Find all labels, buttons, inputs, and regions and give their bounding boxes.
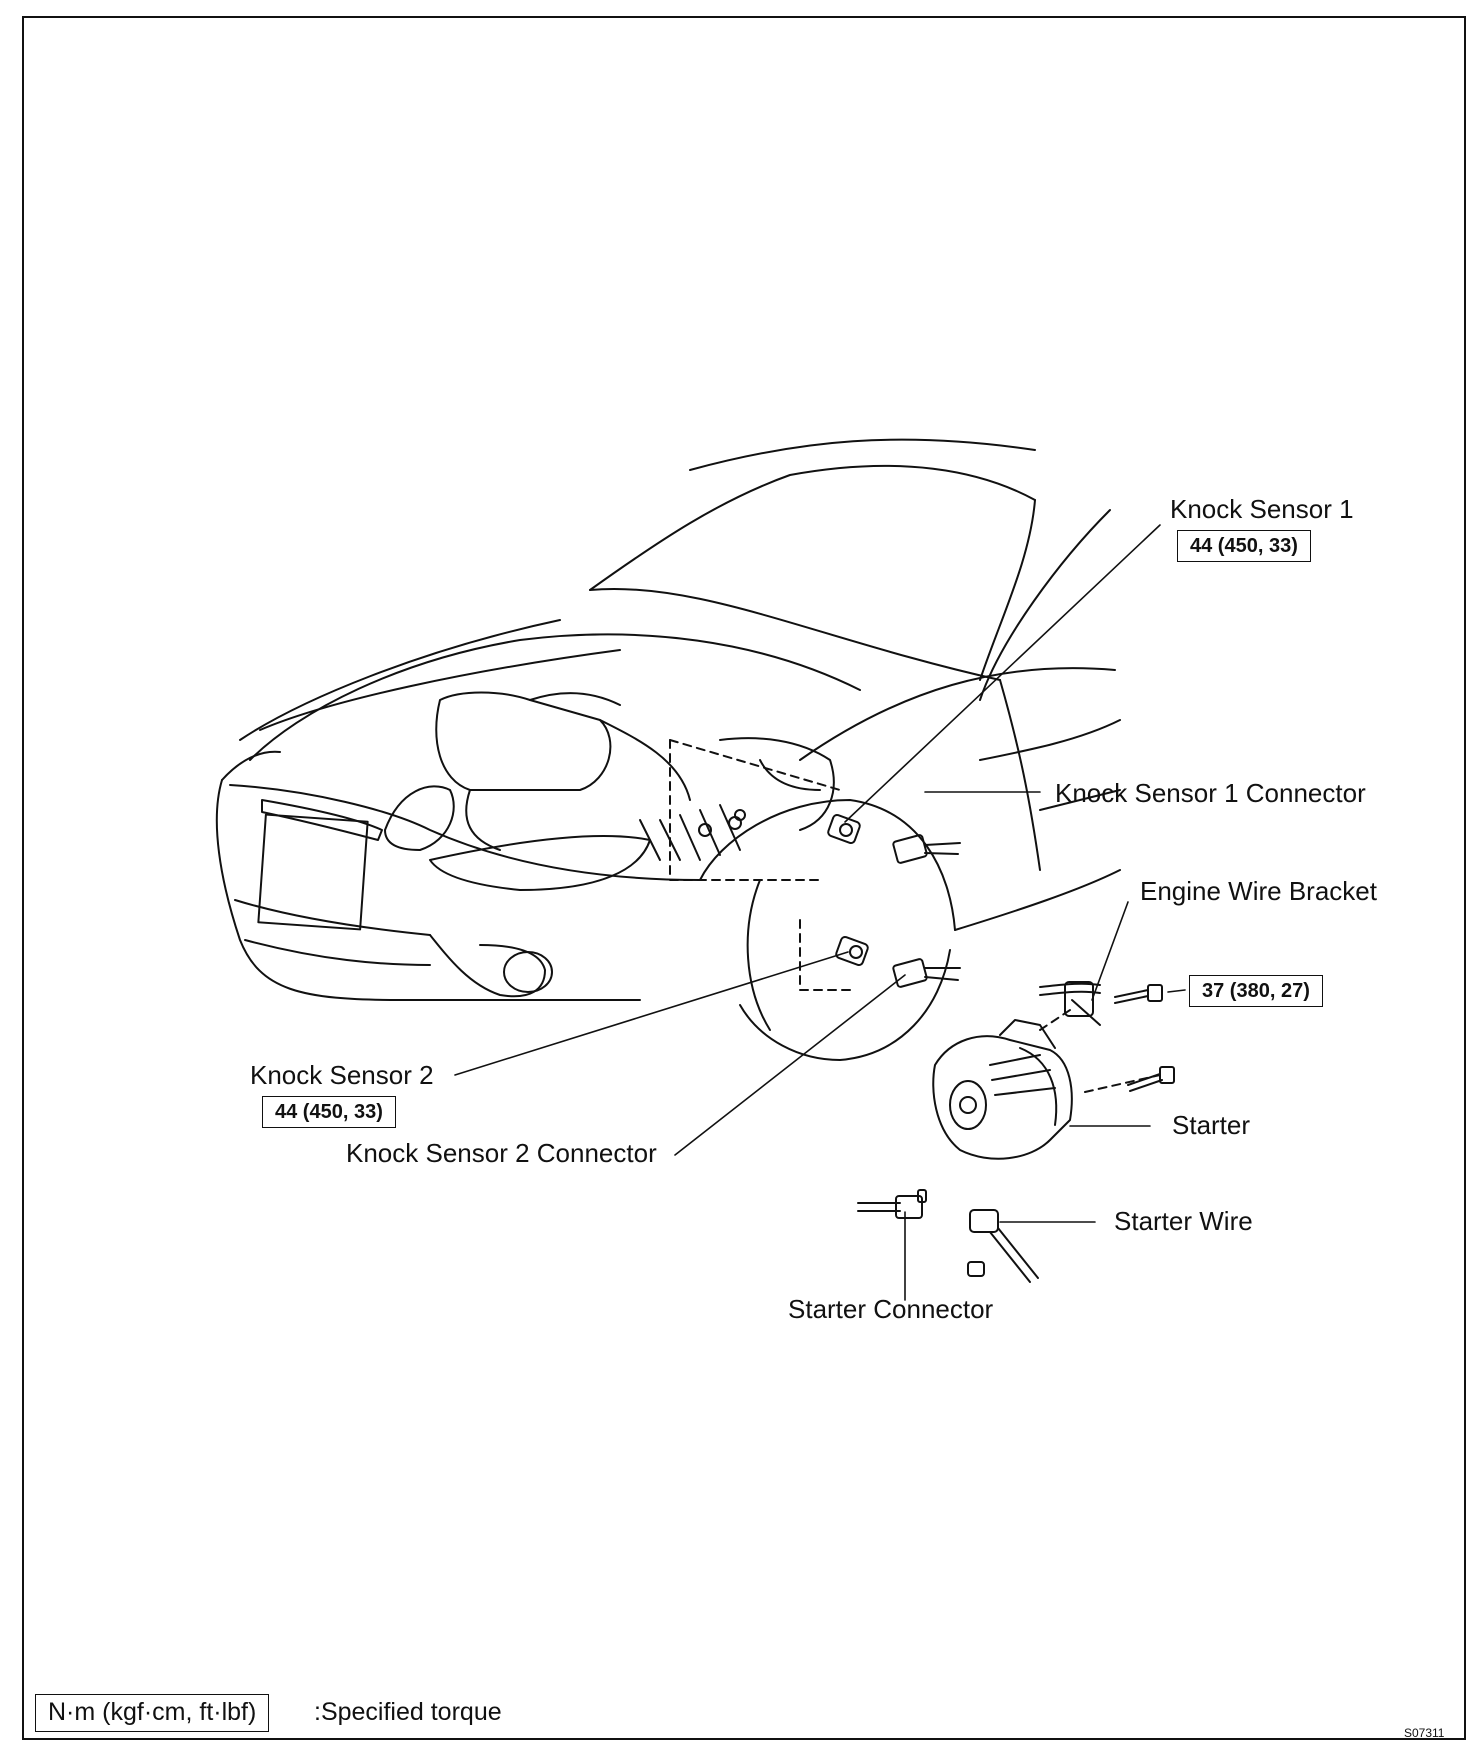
torque-knock-sensor-1: 44 (450, 33) <box>1177 530 1311 562</box>
starter-bolt-lower <box>1127 1066 1175 1092</box>
knock-sensor-2-connector-part <box>892 958 961 988</box>
page-frame <box>22 16 1466 1740</box>
figure-code: S07311 <box>1404 1726 1445 1740</box>
label-knock-sensor-1: Knock Sensor 1 <box>1170 494 1354 524</box>
knock-sensor-1-connector-part <box>892 834 961 864</box>
label-knock-sensor-1-connector: Knock Sensor 1 Connector <box>1055 778 1366 808</box>
torque-knock-sensor-2: 44 (450, 33) <box>262 1096 396 1128</box>
label-knock-sensor-2: Knock Sensor 2 <box>250 1060 434 1090</box>
knock-sensor-2-part <box>835 936 869 966</box>
torque-starter-bolt: 37 (380, 27) <box>1189 975 1323 1007</box>
starter-connector-part <box>857 1189 927 1219</box>
starter-wire-part <box>967 1209 1039 1283</box>
legend-unit-box: N·m (kgf·cm, ft·lbf) <box>35 1694 270 1732</box>
label-starter-wire: Starter Wire <box>1114 1206 1253 1236</box>
engine-wire-bracket-part <box>1039 981 1101 1026</box>
label-starter: Starter <box>1172 1110 1251 1140</box>
legend-description: :Specified torque <box>314 1698 502 1726</box>
label-engine-wire-bracket: Engine Wire Bracket <box>1140 876 1377 906</box>
label-starter-connector: Starter Connector <box>788 1294 994 1324</box>
label-knock-sensor-2-connector: Knock Sensor 2 Connector <box>346 1138 657 1168</box>
car-body <box>215 438 1121 1061</box>
knock-sensor-1-part <box>827 814 861 844</box>
starter-part <box>932 1009 1161 1160</box>
leader-lines <box>454 524 1186 1301</box>
starter-bolt-upper <box>1114 984 1163 1004</box>
